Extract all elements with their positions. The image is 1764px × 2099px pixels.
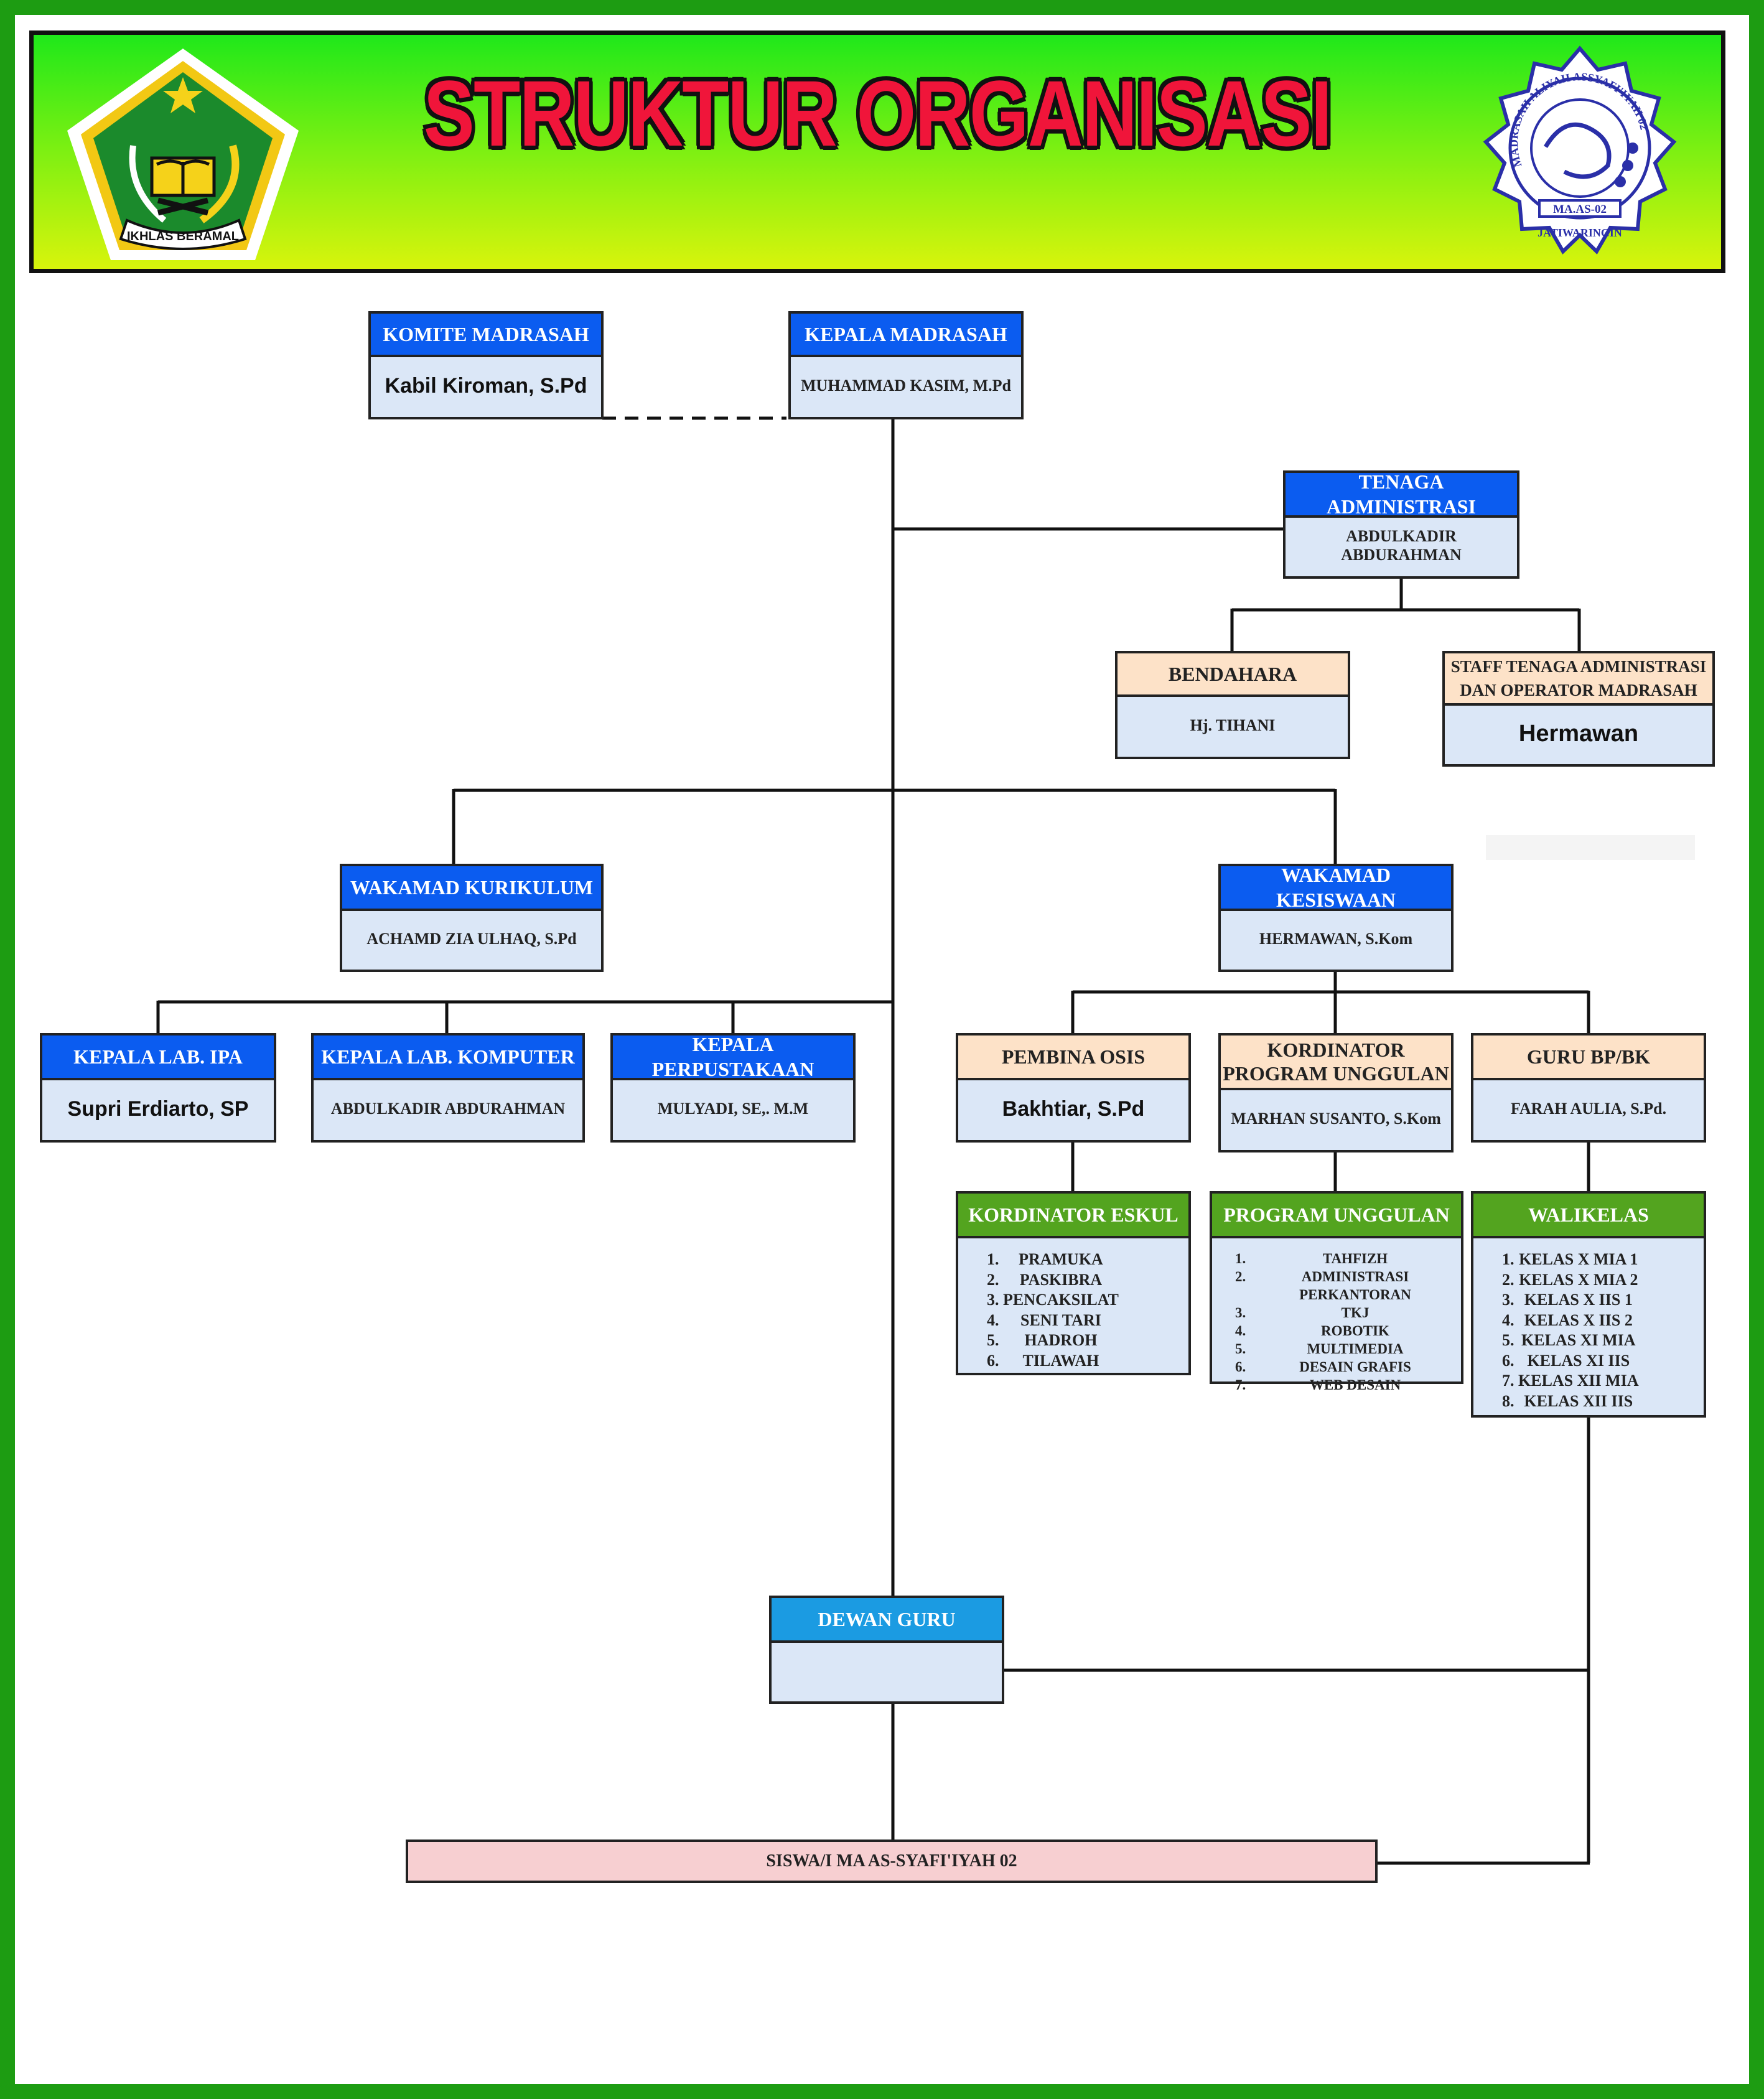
staff-title-line2: DAN OPERATOR MADRASAH [1460,681,1697,699]
komite-name: Kabil Kiroman, S.Pd [385,373,587,398]
list-item: PENCAKSILAT [1003,1290,1119,1311]
kepala-name: MUHAMMAD KASIM, M.Pd [801,376,1011,395]
siswa-box: SISWA/I MA AS-SYAFI'IYAH 02 [406,1840,1378,1883]
list-item: KELAS XI MIA [1518,1330,1639,1351]
dewan-guru-box: DEWAN GURU [769,1596,1004,1704]
eskul-title: KORDINATOR ESKUL [958,1194,1188,1238]
osis-title: PEMBINA OSIS [958,1035,1188,1080]
bendahara-title: BENDAHARA [1118,653,1348,697]
list-item: KELAS X IIS 1 [1518,1290,1639,1311]
list-item: HADROH [1003,1330,1119,1351]
blank-placeholder [1486,835,1695,860]
org-chart: KOMITE MADRASAH Kabil Kiroman, S.Pd KEPA… [40,311,1716,1886]
bpbk-title: GURU BP/BK [1473,1035,1704,1080]
lab-komputer-name: ABDULKADIR ABDURAHMAN [330,1100,566,1118]
list-item: KELAS XII MIA [1518,1371,1639,1391]
staff-name: Hermawan [1518,720,1639,747]
walikelas-list: KELAS X MIA 1 KELAS X MIA 2 KELAS X IIS … [1473,1236,1639,1411]
header-banner: IKHLAS BERAMAL STRUKTUR ORGANISASI MA.AS… [29,30,1725,273]
list-item: MULTIMEDIA [1249,1340,1461,1358]
wakamad-kesiswaan-box: WAKAMAD KESISWAAN HERMAWAN, S.Kom [1218,864,1454,972]
kepala-title: KEPALA MADRASAH [791,314,1021,357]
kordinator-unggulan-line2: PROGRAM UNGGULAN [1223,1062,1449,1085]
list-item: KELAS X MIA 2 [1518,1270,1639,1291]
page-title: STRUKTUR ORGANISASI [423,61,1332,166]
dewan-body [772,1640,1002,1701]
seal-code-text: MA.AS-02 [1553,203,1607,216]
bendahara-box: BENDAHARA Hj. TIHANI [1115,651,1350,759]
list-item: KELAS X IIS 2 [1518,1311,1639,1331]
tenaga-title: TENAGA ADMINISTRASI [1286,470,1517,518]
komite-title: KOMITE MADRASAH [371,314,601,357]
perpustakaan-name: MULYADI, SE,. M.M [657,1100,809,1118]
guru-bpbk-box: GURU BP/BK FARAH AULIA, S.Pd. [1471,1033,1706,1143]
kepala-madrasah-box: KEPALA MADRASAH MUHAMMAD KASIM, M.Pd [788,311,1024,419]
lab-komputer-title: KEPALA LAB. KOMPUTER [314,1035,582,1080]
madrasah-seal-icon: MA.AS-02 JATIWARINGIN MADRASAH ALIYAH AS… [1465,41,1695,268]
unggulan-list: TAHFIZH ADMINISTRASI PERKANTORAN TKJ ROB… [1212,1236,1461,1394]
list-item: PRAMUKA [1003,1250,1119,1270]
kepala-lab-komputer-box: KEPALA LAB. KOMPUTER ABDULKADIR ABDURAHM… [311,1033,585,1143]
list-item: ROBOTIK [1249,1322,1461,1340]
pembina-osis-box: PEMBINA OSIS Bakhtiar, S.Pd [956,1033,1191,1143]
list-item: TKJ [1249,1304,1461,1322]
kemenag-logo-icon: IKHLAS BERAMAL [58,40,307,269]
walikelas-title: WALIKELAS [1473,1194,1704,1238]
kordinator-unggulan-name: MARHAN SUSANTO, S.Kom [1231,1110,1441,1128]
osis-name: Bakhtiar, S.Pd [1002,1096,1145,1121]
list-item: TAHFIZH [1249,1250,1461,1268]
eskul-list: PRAMUKA PASKIBRA PENCAKSILAT SENI TARI H… [958,1236,1119,1371]
kurikulum-name: ACHAMD ZIA ULHAQ, S.Pd [366,930,577,948]
lab-ipa-title: KEPALA LAB. IPA [42,1035,274,1080]
list-item: WEB DESAIN [1249,1376,1461,1394]
list-item: KELAS XI IIS [1518,1351,1639,1372]
kesiswaan-name: HERMAWAN, S.Kom [1259,930,1413,948]
unggulan-title: PROGRAM UNGGULAN [1212,1194,1461,1238]
tenaga-administrasi-box: TENAGA ADMINISTRASI ABDULKADIR ABDURAHMA… [1283,470,1519,579]
list-item: PASKIBRA [1003,1270,1119,1291]
walikelas-box: WALIKELAS KELAS X MIA 1 KELAS X MIA 2 KE… [1471,1191,1706,1418]
kurikulum-title: WAKAMAD KURIKULUM [342,866,601,911]
list-item: DESAIN GRAFIS [1249,1358,1461,1376]
lab-ipa-name: Supri Erdiarto, SP [67,1096,249,1121]
bpbk-name: FARAH AULIA, S.Pd. [1510,1100,1667,1118]
perpustakaan-title: KEPALA PERPUSTAKAAN [613,1033,853,1080]
tenaga-name: ABDULKADIR ABDURAHMAN [1341,527,1462,564]
list-item: SENI TARI [1003,1311,1119,1331]
staff-title: STAFF TENAGA ADMINISTRASI DAN OPERATOR M… [1445,653,1712,706]
kordinator-unggulan-title: KORDINATOR PROGRAM UNGGULAN [1221,1035,1451,1090]
kesiswaan-title: WAKAMAD KESISWAAN [1221,864,1451,911]
kepala-lab-ipa-box: KEPALA LAB. IPA Supri Erdiarto, SP [40,1033,276,1143]
dewan-title: DEWAN GURU [772,1598,1002,1643]
kepala-perpustakaan-box: KEPALA PERPUSTAKAAN MULYADI, SE,. M.M [610,1033,856,1143]
staff-tenaga-administrasi-box: STAFF TENAGA ADMINISTRASI DAN OPERATOR M… [1442,651,1715,767]
staff-title-line1: STAFF TENAGA ADMINISTRASI [1450,657,1707,676]
seal-place-text: JATIWARINGIN [1538,227,1622,239]
bendahara-name: Hj. TIHANI [1190,716,1276,734]
wakamad-kurikulum-box: WAKAMAD KURIKULUM ACHAMD ZIA ULHAQ, S.Pd [340,864,604,972]
list-item: TILAWAH [1003,1351,1119,1372]
kordinator-unggulan-line1: KORDINATOR [1267,1039,1405,1061]
kordinator-program-unggulan-box: KORDINATOR PROGRAM UNGGULAN MARHAN SUSAN… [1218,1033,1454,1152]
komite-madrasah-box: KOMITE MADRASAH Kabil Kiroman, S.Pd [368,311,604,419]
kordinator-eskul-box: KORDINATOR ESKUL PRAMUKA PASKIBRA PENCAK… [956,1191,1191,1375]
logo-left-text: IKHLAS BERAMAL [127,230,239,243]
connector-lines [156,416,1590,1865]
list-item: KELAS XII IIS [1518,1391,1639,1412]
list-item: ADMINISTRASI PERKANTORAN [1249,1268,1461,1304]
program-unggulan-box: PROGRAM UNGGULAN TAHFIZH ADMINISTRASI PE… [1210,1191,1463,1393]
list-item: KELAS X MIA 1 [1518,1250,1639,1270]
